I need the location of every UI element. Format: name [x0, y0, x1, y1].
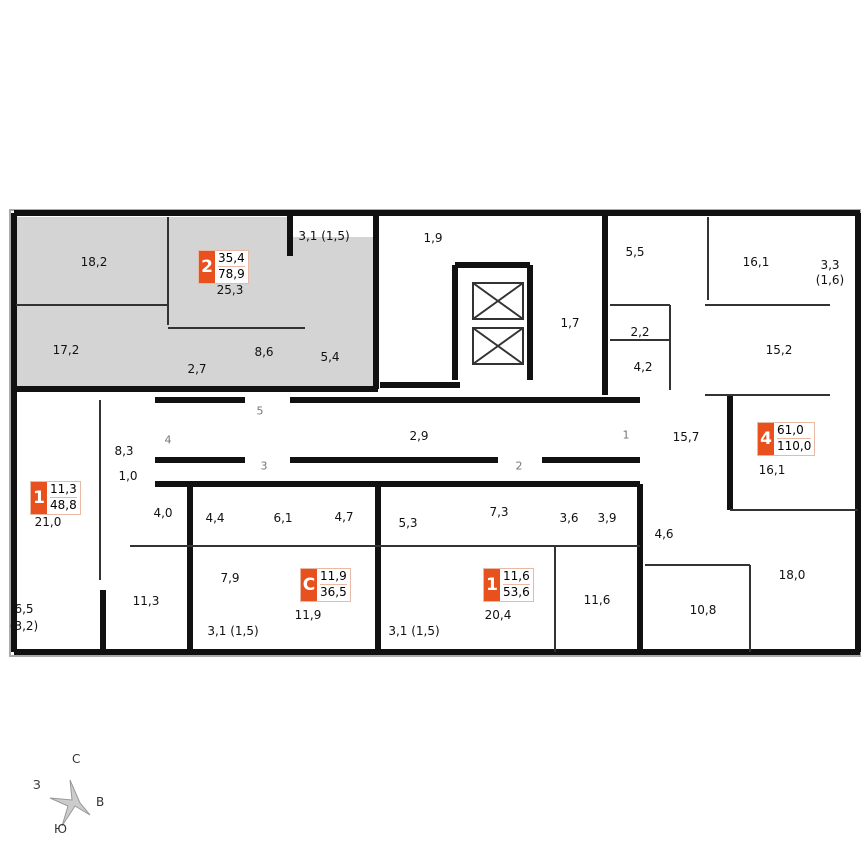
- room-area: 2,2: [630, 325, 650, 339]
- apartment-rooms: 1: [484, 569, 500, 601]
- room-area: 3,1 (1,5): [388, 624, 440, 638]
- room-area: 4,7: [334, 510, 354, 524]
- door-number: 4: [164, 433, 172, 447]
- total-area: 53,6: [503, 585, 530, 599]
- room-area: 4,6: [654, 527, 674, 541]
- compass-south: Ю: [54, 822, 67, 836]
- room-area: 11,9: [294, 608, 322, 622]
- room-area: 18,2: [80, 255, 108, 269]
- room-area: 20,4: [484, 608, 512, 622]
- room-area: 1,0: [118, 469, 138, 483]
- door-number: 3: [260, 459, 268, 473]
- room-area: 11,6: [583, 593, 611, 607]
- room-area: 21,0: [34, 515, 62, 529]
- room-area: 2,9: [409, 429, 429, 443]
- room-area: 11,3: [132, 594, 160, 608]
- living-area: 11,9: [320, 569, 347, 585]
- door-number: 1: [622, 428, 630, 442]
- room-area: 25,3: [216, 283, 244, 297]
- room-area: 4,2: [633, 360, 653, 374]
- compass-north: С: [72, 752, 81, 766]
- room-area: (1,6): [815, 273, 845, 287]
- room-area: 4,4: [205, 511, 225, 525]
- room-area: (3,2): [9, 619, 39, 633]
- compass-east: В: [96, 795, 105, 809]
- room-area: 8,3: [114, 444, 134, 458]
- living-area: 11,6: [503, 569, 530, 585]
- door-number: 2: [515, 459, 523, 473]
- room-area: 3,9: [597, 511, 617, 525]
- living-area: 11,3: [50, 482, 77, 498]
- compass-icon: [49, 779, 91, 827]
- apartment-rooms: 1: [31, 482, 47, 514]
- room-area: 3,1 (1,5): [207, 624, 259, 638]
- living-area: 35,4: [218, 251, 245, 267]
- room-area: 18,0: [778, 568, 806, 582]
- room-area: 3,1 (1,5): [298, 229, 350, 243]
- apartment-rooms: 2: [199, 251, 215, 283]
- room-area: 8,6: [254, 345, 274, 359]
- room-area: 5,5: [625, 245, 645, 259]
- total-area: 48,8: [50, 498, 77, 512]
- room-area: 1,7: [560, 316, 580, 330]
- highlighted-apartment: [16, 217, 376, 387]
- room-area: 3,3: [820, 258, 840, 272]
- room-area: 1,9: [423, 231, 443, 245]
- room-area: 16,1: [742, 255, 770, 269]
- compass-west: З: [33, 778, 41, 792]
- room-area: 6,5: [14, 602, 34, 616]
- room-area: 2,7: [187, 362, 207, 376]
- room-area: 4,0: [153, 506, 173, 520]
- door-number: 5: [256, 404, 264, 418]
- room-area: 10,8: [689, 603, 717, 617]
- room-area: 15,7: [672, 430, 700, 444]
- room-area: 15,2: [765, 343, 793, 357]
- room-area: 5,3: [398, 516, 418, 530]
- room-area: 17,2: [52, 343, 80, 357]
- living-area: 61,0: [777, 423, 812, 439]
- apartment-rooms: С: [301, 569, 317, 601]
- room-area: 5,4: [320, 350, 340, 364]
- total-area: 78,9: [218, 267, 245, 281]
- total-area: 36,5: [320, 585, 347, 599]
- room-area: 6,1: [273, 511, 293, 525]
- room-area: 3,6: [559, 511, 579, 525]
- room-area: 16,1: [758, 463, 786, 477]
- apartment-rooms: 4: [758, 423, 774, 455]
- room-area: 7,9: [220, 571, 240, 585]
- total-area: 110,0: [777, 439, 812, 453]
- room-area: 7,3: [489, 505, 509, 519]
